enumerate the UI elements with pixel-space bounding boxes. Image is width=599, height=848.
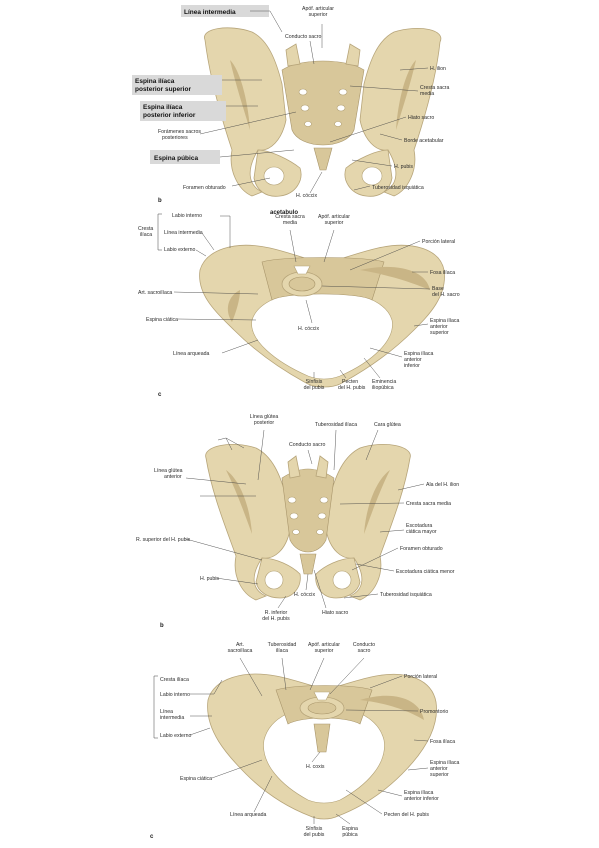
label-h-ilion: H. ilion xyxy=(430,66,446,72)
label-hiato-sacro: Hiato sacro xyxy=(408,115,434,121)
label-porcion-lateral: Porción lateral xyxy=(422,239,455,245)
panel-letter: c xyxy=(158,392,162,398)
bracket xyxy=(157,213,162,251)
label-tuberosidad-isquiatica: Tuberosidad isquiática xyxy=(380,592,432,598)
highlight-box xyxy=(181,5,269,17)
highlight-box xyxy=(140,101,226,121)
label-cresta-iliaca: Cresta ilíaca xyxy=(160,677,189,683)
label-foramen-obturado: Foramen obturado xyxy=(183,185,226,191)
panel-letter: b xyxy=(158,198,162,204)
label-linea-arqueada: Línea arqueada xyxy=(230,812,266,818)
label-linea-intermedia: Línea intermedia xyxy=(164,230,203,236)
label-porcion-lateral: Porción lateral xyxy=(404,674,437,680)
label-borde-acetabular: Borde acetabular xyxy=(404,138,444,144)
label-h-pubis: H. pubis xyxy=(394,164,413,170)
label-labio-interno: Labio interno xyxy=(172,213,202,219)
pelvis-illustration-3 xyxy=(205,443,411,601)
label-acetabulo-overlap: acetabulo xyxy=(270,210,298,216)
label-conducto-sacro: Conducto sacro xyxy=(289,442,325,448)
panel-4-superior-view: Cresta ilíaca Art.sacroilíaca Tuberosida… xyxy=(150,642,460,840)
label-espina-ciatica: Espina ciática xyxy=(180,776,212,782)
pelvis-illustration-4 xyxy=(207,673,437,820)
panel-letter: c xyxy=(150,834,154,840)
label-ala-del-h-ilion: Ala del H. ilion xyxy=(426,482,459,488)
bracket xyxy=(153,675,158,739)
label-art-sacroiliaca: Art.sacroilíaca xyxy=(228,642,253,654)
label-labio-externo: Labio externo xyxy=(160,733,192,739)
label-h-pubis: H. pubis xyxy=(200,576,219,582)
label-art-sacroiliaca: Art. sacroilíaca xyxy=(138,290,172,296)
label-espina-ciatica: Espina ciática xyxy=(146,317,178,323)
label-pecten-del-h-pubis: Pecten del H. pubis xyxy=(384,812,429,818)
label-fosa-iliaca: Fosa ilíaca xyxy=(430,739,455,745)
label-cresta-sacra-media: Cresta sacra media xyxy=(406,501,451,507)
label-h-coccix: H. cóccix xyxy=(298,326,319,332)
label-tuberosidad-isquiatica: Tuberosidad isquiática xyxy=(372,185,424,191)
label-linea-intermedia-highlight: Línea intermedia xyxy=(184,9,236,16)
label-hiato-sacro: Hiato sacro xyxy=(322,610,348,616)
pelvis-illustration-1 xyxy=(204,27,442,197)
label-cara-glutea: Cara glútea xyxy=(374,422,401,428)
label-labio-interno: Labio interno xyxy=(160,692,190,698)
label-espina-pubica-highlight: Espina púbica xyxy=(154,155,198,162)
highlight-box xyxy=(132,75,222,95)
label-fosa-iliaca: Fosa ilíaca xyxy=(430,270,455,276)
label-linea-arqueada: Línea arqueada xyxy=(173,351,209,357)
label-conducto-sacro: Conducto sacro xyxy=(285,34,321,40)
highlight-box xyxy=(150,150,220,164)
label-promontorio: Promontorio xyxy=(420,709,448,715)
label-h-coccix: H. cóccix xyxy=(294,592,315,598)
label-labio-externo: Labio externo xyxy=(164,247,196,253)
panel-letter: b xyxy=(160,623,164,629)
label-escotadura-ciatica-menor: Escotadura ciática menor xyxy=(396,569,455,575)
label-r-superior-del-h-pubis: R. superior del H. pubis xyxy=(136,537,191,543)
label-h-coccix: H. cóccix xyxy=(296,193,317,199)
label-h-coxis: H. coxis xyxy=(306,764,325,770)
label-foramen-obturado: Foramen obturado xyxy=(400,546,443,552)
label-tuberosidad-iliaca: Tuberosidad ilíaca xyxy=(315,422,357,428)
